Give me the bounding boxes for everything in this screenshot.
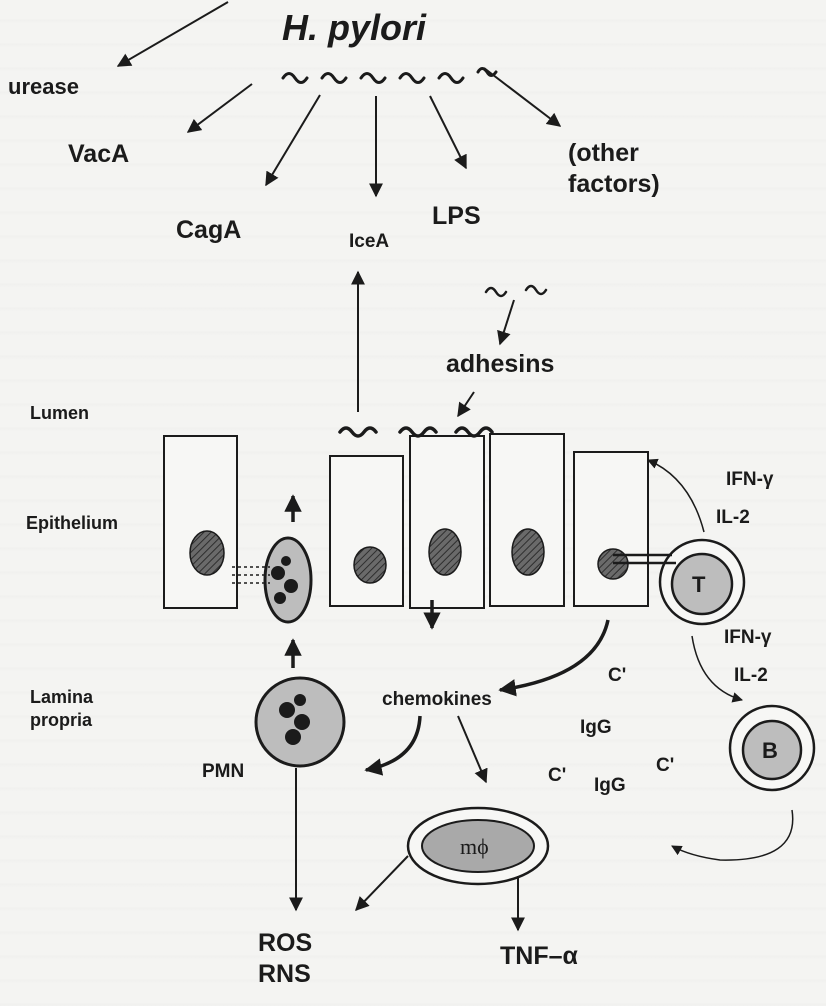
nucleus <box>354 547 386 583</box>
factor-urease: urease <box>8 76 79 98</box>
complement-label-1: C' <box>608 666 626 685</box>
surface-bacteria <box>340 428 492 436</box>
macrophage-label: mϕ <box>460 836 489 858</box>
pmn-label: PMN <box>202 762 244 781</box>
igg-label-2: IgG <box>594 776 626 795</box>
epithelial-cell <box>410 436 484 608</box>
complement-label-2: C' <box>548 766 566 785</box>
epithelial-layer <box>164 434 648 608</box>
factor-lps: LPS <box>432 204 481 229</box>
nucleus <box>512 529 544 575</box>
epithelial-cell <box>330 456 403 606</box>
epithelium-to-chemokines-arrow <box>500 620 608 690</box>
factor-adhesins: adhesins <box>446 352 554 377</box>
chemokines-to-macrophage-arrow <box>458 716 486 782</box>
ifn-gamma-feedback-arrow <box>648 460 704 532</box>
epithelial-cell <box>164 436 237 608</box>
t-cell-label: T <box>692 574 705 596</box>
adhesin-bacteria <box>486 286 546 296</box>
ifn-gamma-top: IFN-γ <box>726 470 774 489</box>
chemokines-label: chemokines <box>382 690 492 709</box>
b-cell-antibody-arrow <box>672 810 793 860</box>
region-epithelium: Epithelium <box>26 514 118 532</box>
region-lamina-propria: Lamina propria <box>30 686 93 731</box>
ifn-gamma-bottom: IFN-γ <box>724 628 772 647</box>
pathogen-title: H. pylori <box>282 10 426 46</box>
adhesins-arrow <box>500 300 514 344</box>
adhesins-to-surface-arrow <box>458 392 474 416</box>
il2-bottom: IL-2 <box>734 666 768 685</box>
chemokines-to-pmn-arrow <box>366 716 420 770</box>
factor-other: (other factors) <box>568 138 660 201</box>
epithelial-cell <box>490 434 564 606</box>
b-cell-label: B <box>762 740 778 762</box>
region-lumen: Lumen <box>30 404 89 422</box>
pmn-transmigrating <box>265 538 311 622</box>
tnf-alpha-label: TNF–α <box>500 944 578 969</box>
igg-label-1: IgG <box>580 718 612 737</box>
pmn-lamina-propria <box>256 678 344 766</box>
factor-caga: CagA <box>176 218 241 243</box>
epithelial-cell <box>574 452 648 606</box>
macrophage-to-ros-arrow <box>356 856 408 910</box>
nucleus <box>429 529 461 575</box>
ros-rns-label: ROS RNS <box>258 928 312 991</box>
complement-label-3: C' <box>656 756 674 775</box>
factor-vaca: VacA <box>68 142 129 167</box>
bacteria-row-top <box>283 69 496 83</box>
il2-top: IL-2 <box>716 508 750 527</box>
nucleus <box>190 531 224 575</box>
factor-icea: IceA <box>349 232 389 251</box>
